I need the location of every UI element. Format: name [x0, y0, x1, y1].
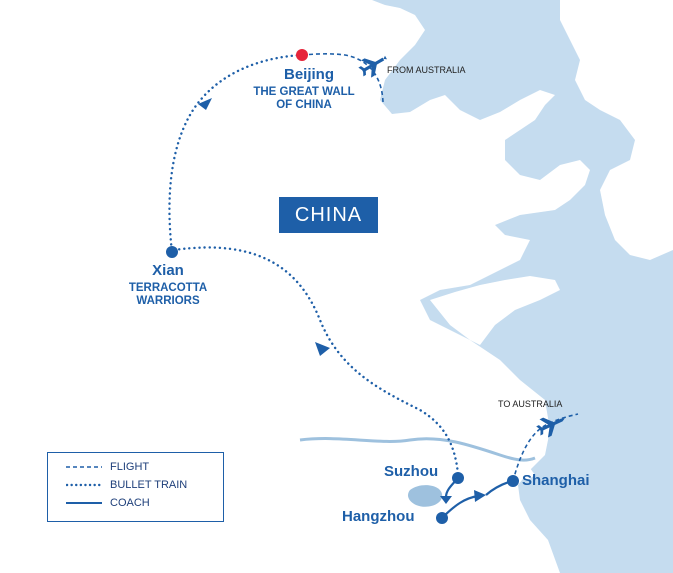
- city-name: Xian: [152, 262, 184, 279]
- beijing-marker: [296, 49, 308, 61]
- airplane-icon: [358, 55, 387, 78]
- route-xian-suzhou: [172, 246, 460, 476]
- legend-label: FLIGHT: [110, 461, 150, 473]
- flight-to-australia: [512, 413, 579, 482]
- flight-from-australia: [301, 53, 384, 103]
- arrow-head: [474, 490, 486, 502]
- legend-item-coach: COACH: [66, 497, 150, 509]
- island: [519, 468, 535, 480]
- legend-label: BULLET TRAIN: [110, 479, 188, 491]
- arrow-head: [440, 496, 452, 504]
- airplane-icon: [536, 417, 565, 438]
- attraction-line: THE GREAT WALL: [253, 86, 355, 98]
- hangzhou-marker: [436, 512, 448, 524]
- legend-item-bullet-train: BULLET TRAIN: [66, 479, 187, 491]
- attraction-line: TERRACOTTA: [128, 282, 208, 294]
- peninsula-land: [560, 0, 673, 260]
- suzhou-marker: [452, 472, 464, 484]
- dotted-line-icon: [66, 483, 102, 487]
- city-name: Beijing: [283, 66, 334, 83]
- hangzhou-label: Hangzhou: [342, 508, 415, 525]
- arrow-head: [198, 98, 212, 110]
- yangtze-river: [299, 437, 536, 462]
- shanghai-marker: [507, 475, 519, 487]
- beijing-sublabel: THE GREAT WALL OF CHINA: [238, 86, 370, 112]
- solid-line-icon: [66, 502, 102, 504]
- arrow-head: [315, 342, 330, 356]
- attraction-line: WARRIORS: [136, 295, 200, 307]
- legend-label: COACH: [110, 497, 150, 509]
- xian-sublabel: TERRACOTTA WARRIORS: [112, 282, 224, 308]
- route-beijing-xian: [168, 53, 304, 254]
- lake: [408, 485, 443, 507]
- xian-label: Xian: [138, 262, 198, 279]
- xian-marker: [166, 246, 178, 258]
- legend: FLIGHT BULLET TRAIN COACH: [47, 452, 224, 522]
- dashed-line-icon: [66, 466, 102, 468]
- shandong-land: [430, 276, 560, 345]
- flight-note-from: FROM AUSTRALIA: [387, 65, 466, 75]
- beijing-label: Beijing: [268, 66, 350, 83]
- shanghai-label: Shanghai: [522, 472, 590, 489]
- suzhou-label: Suzhou: [384, 463, 439, 480]
- flight-note-to: TO AUSTRALIA: [498, 399, 563, 409]
- island: [470, 498, 500, 512]
- legend-item-flight: FLIGHT: [66, 461, 149, 473]
- country-label: CHINA: [279, 197, 378, 233]
- attraction-line: OF CHINA: [276, 99, 332, 111]
